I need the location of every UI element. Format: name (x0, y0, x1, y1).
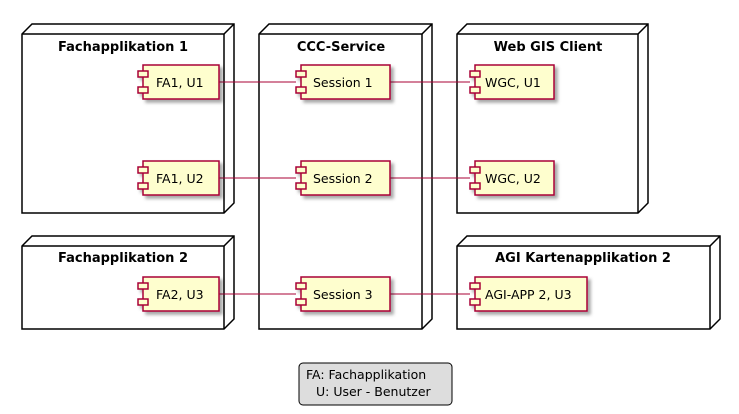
component-fa1-u2: FA1, U2 (137, 160, 220, 196)
node-title-ccc: CCC-Service (297, 40, 386, 55)
component-session-1: Session 1 (295, 64, 391, 100)
component-session-2: Session 2 (295, 160, 391, 196)
node-title-fa2: Fachapplikation 2 (58, 251, 188, 266)
component-label: FA2, U3 (156, 287, 204, 302)
component-fa1-u1: FA1, U1 (137, 64, 220, 100)
component-label: WGC, U1 (485, 75, 541, 90)
component-label: Session 2 (313, 171, 373, 186)
component-label: WGC, U2 (485, 171, 541, 186)
component-label: FA1, U2 (156, 171, 204, 186)
component-fa2-u3: FA2, U3 (137, 276, 220, 312)
component-agi-app-2-u3: AGI-APP 2, U3 (469, 276, 588, 312)
component-label: Session 1 (313, 75, 373, 90)
node-title-agi: AGI Kartenapplikation 2 (495, 251, 671, 266)
node-title-wgc: Web GIS Client (494, 40, 603, 55)
connectors (219, 81, 470, 295)
component-wgc-u1: WGC, U1 (469, 64, 555, 100)
component-label: AGI-APP 2, U3 (485, 287, 572, 302)
component-label: FA1, U1 (156, 75, 204, 90)
node-title-fa1: Fachapplikation 1 (58, 40, 188, 55)
legend-line-2: U: User - Benutzer (316, 384, 432, 399)
legend: FA: Fachapplikation U: User - Benutzer (298, 362, 453, 406)
component-session-3: Session 3 (295, 276, 391, 312)
component-label: Session 3 (313, 287, 373, 302)
legend-line-1: FA: Fachapplikation (306, 367, 426, 382)
component-wgc-u2: WGC, U2 (469, 160, 555, 196)
